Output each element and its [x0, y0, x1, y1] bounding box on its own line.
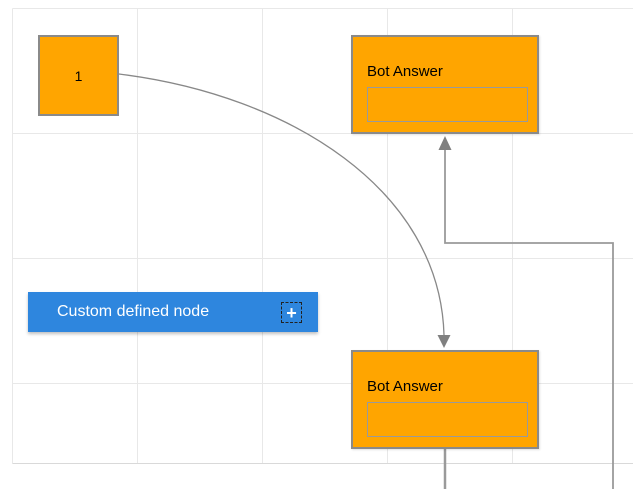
bot-answer-input[interactable] — [367, 402, 528, 437]
connector-start-to-bottom-bot[interactable] — [118, 73, 445, 336]
bot-answer-input[interactable] — [367, 87, 528, 122]
bot-answer-node-bottom[interactable]: Bot Answer — [351, 350, 539, 449]
bot-answer-title: Bot Answer — [367, 378, 443, 395]
custom-node-label: Custom defined node — [57, 303, 210, 320]
plus-icon: + — [286, 302, 297, 323]
add-node-button[interactable]: + — [281, 302, 302, 323]
connector-orthogonal-to-top-bot[interactable] — [444, 150, 614, 489]
custom-defined-node[interactable]: Custom defined node + — [28, 292, 318, 332]
bot-answer-title: Bot Answer — [367, 63, 443, 80]
arrowhead-down-icon — [437, 335, 451, 348]
bot-answer-node-top[interactable]: Bot Answer — [351, 35, 539, 134]
arrowhead-up-icon — [438, 136, 452, 150]
start-node-label: 1 — [74, 67, 83, 84]
start-node[interactable]: 1 — [38, 35, 119, 116]
